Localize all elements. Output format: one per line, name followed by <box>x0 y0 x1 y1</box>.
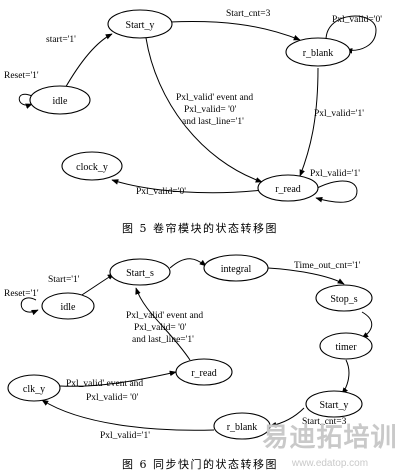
watermark-url: www.edatop.com <box>291 458 368 469</box>
edge-r-read-to-start-s <box>135 287 191 361</box>
watermark-text: 易迪拓培训 <box>262 423 397 453</box>
edge-timer-to-start-y <box>341 359 350 395</box>
state-start-y-label: Start_y <box>126 20 155 31</box>
state-clock-y-label: clock_y <box>76 162 108 173</box>
transition-idle-to-start-label: start='1' <box>46 35 76 45</box>
edge-integral-to-stop-s <box>267 267 345 285</box>
edge-r-blank-self-loop <box>325 15 377 54</box>
diagram-global-shutter: idle Start_s integral Stop_s timer Start… <box>4 254 373 471</box>
state-start-s-label: Start_s <box>126 268 154 279</box>
state-start-y: Start_y <box>305 390 363 418</box>
transition-blank-to-read-label: Pxl_valid='1' <box>314 109 364 119</box>
edge-r-blank-to-r-read <box>299 67 319 177</box>
edge-start-y-to-r-blank <box>169 21 301 41</box>
state-r-read: r_read <box>175 358 233 386</box>
transition-read-to-start-label-line3: and last_line='1' <box>132 335 194 345</box>
state-integral-label: integral <box>221 264 252 275</box>
edge-start-s-to-integral <box>169 258 207 269</box>
transition-blank-self-label: Pxl_valid='0' <box>332 15 382 25</box>
caption-figure-6: 图 6 同步快门的状态转移图 <box>122 457 278 471</box>
edge-reset-self-loop-idle <box>20 297 39 316</box>
edge-start-y-to-r-blank <box>269 407 305 428</box>
state-idle: idle <box>29 85 91 115</box>
state-clk-y-label: clk_y <box>23 384 45 395</box>
diagram-rolling-shutter: idle Start_y r_blank clock_y r_read Rese… <box>4 9 382 235</box>
state-integral: integral <box>203 254 269 282</box>
transition-integral-to-stop-label: Time_out_cnt='1' <box>294 261 361 271</box>
caption-figure-5: 图 5 卷帘模块的状态转移图 <box>122 221 278 235</box>
transition-clk-to-read-label-line1: Pxl_valid' event and <box>66 379 143 389</box>
transition-clk-to-read-label-line2: Pxl_valid= '0' <box>86 393 139 403</box>
state-idle-label: idle <box>61 302 77 313</box>
state-clk-y: clk_y <box>7 374 61 402</box>
transition-read-to-clock-label: Pxl_valid='0' <box>136 187 186 197</box>
edge-start-y-to-r-read <box>145 37 263 183</box>
state-idle: idle <box>41 292 95 320</box>
transition-start-to-read-label-line3: and last_line='1' <box>182 117 244 127</box>
state-start-s: Start_s <box>109 258 171 286</box>
edge-stop-s-to-timer <box>361 311 373 339</box>
edge-r-blank-to-clk-y <box>41 399 215 431</box>
transition-start-to-blank-label: Start_cnt=3 <box>226 9 271 19</box>
transition-idle-to-start-label: Start='1' <box>48 275 80 285</box>
state-r-blank-label: r_blank <box>303 48 334 59</box>
state-clock-y: clock_y <box>61 151 123 181</box>
state-r-blank: r_blank <box>285 37 351 67</box>
edge-r-read-to-clock-y <box>111 179 263 194</box>
transition-reset-label: Reset='1' <box>4 289 39 299</box>
state-timer: timer <box>319 332 373 360</box>
edge-r-read-self-loop <box>309 180 358 203</box>
state-r-read-label: r_read <box>275 184 301 195</box>
transition-blank-to-clk-label: Pxl_valid='1' <box>100 431 150 441</box>
state-r-blank-label: r_blank <box>227 422 258 433</box>
state-stop-s-label: Stop_s <box>330 294 357 305</box>
state-idle-label: idle <box>53 96 69 107</box>
transition-read-to-start-label-line2: Pxl_valid= '0' <box>134 323 187 333</box>
state-start-y-label: Start_y <box>320 400 349 411</box>
edge-clk-y-to-r-read <box>59 370 177 387</box>
watermark: 易迪拓培训 www.edatop.com <box>262 423 397 469</box>
transition-read-self-label: Pxl_valid='1' <box>310 169 360 179</box>
state-stop-s: Stop_s <box>315 284 373 312</box>
edge-idle-to-start-y <box>63 33 113 91</box>
state-r-read: r_read <box>257 174 319 202</box>
transition-start-to-read-label-line1: Pxl_valid' event and <box>176 93 253 103</box>
state-r-blank: r_blank <box>213 412 271 440</box>
state-timer-label: timer <box>335 342 357 353</box>
transition-start-to-read-label-line2: Pxl_valid= '0' <box>184 105 237 115</box>
state-start-y: Start_y <box>107 9 173 39</box>
state-r-read-label: r_read <box>191 368 217 379</box>
transition-read-to-start-label-line1: Pxl_valid' event and <box>126 311 203 321</box>
edge-reset-self-loop-idle <box>18 93 33 109</box>
transition-start-y-to-blank-label: Start_cnt=3 <box>302 417 347 427</box>
transition-reset-label: Reset='1' <box>4 71 39 81</box>
